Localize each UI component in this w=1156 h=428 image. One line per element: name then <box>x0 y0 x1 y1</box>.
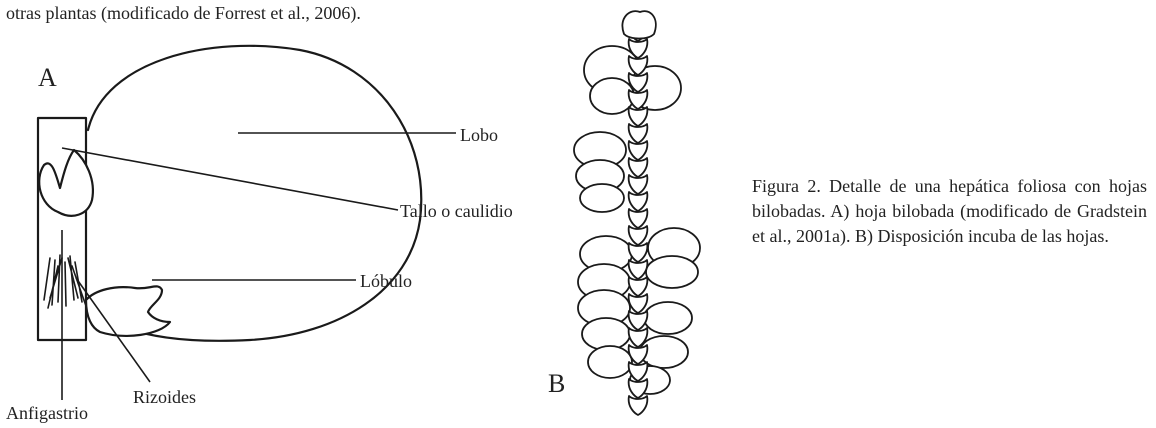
underleaf <box>629 226 648 245</box>
underleaf <box>629 260 648 279</box>
label-lobulo: Lóbulo <box>360 270 412 292</box>
panel-b-letter: B <box>548 370 565 398</box>
underleaf <box>629 379 648 398</box>
underleaf <box>629 141 648 160</box>
label-tallo: Tallo o caulidio <box>400 200 513 222</box>
leaf-lobe <box>580 184 624 212</box>
underleaf <box>629 294 648 313</box>
underleaf <box>629 209 648 228</box>
figure-caption: Figura 2. Detalle de una hepática folios… <box>752 174 1147 249</box>
leaf-lobe <box>644 302 692 334</box>
underleaf <box>629 192 648 211</box>
label-lobo: Lobo <box>460 124 498 146</box>
leaf-lobe <box>588 346 632 378</box>
leaf-lobe <box>582 318 630 350</box>
label-rizoides: Rizoides <box>133 386 196 408</box>
leaf-lobe <box>646 256 698 288</box>
leaf-lobe <box>590 78 634 114</box>
panel-a-letter: A <box>38 64 57 92</box>
underleaf <box>629 124 648 143</box>
incubous-leaves-drawing <box>574 11 700 415</box>
underleaf <box>629 396 648 415</box>
underleaf <box>629 107 648 126</box>
underleaf <box>629 158 648 177</box>
shoot-apex <box>622 11 655 38</box>
underleaf <box>629 277 648 296</box>
label-anfigastrio: Anfigastrio <box>6 402 88 424</box>
underleaf <box>629 311 648 330</box>
underleaf <box>629 175 648 194</box>
